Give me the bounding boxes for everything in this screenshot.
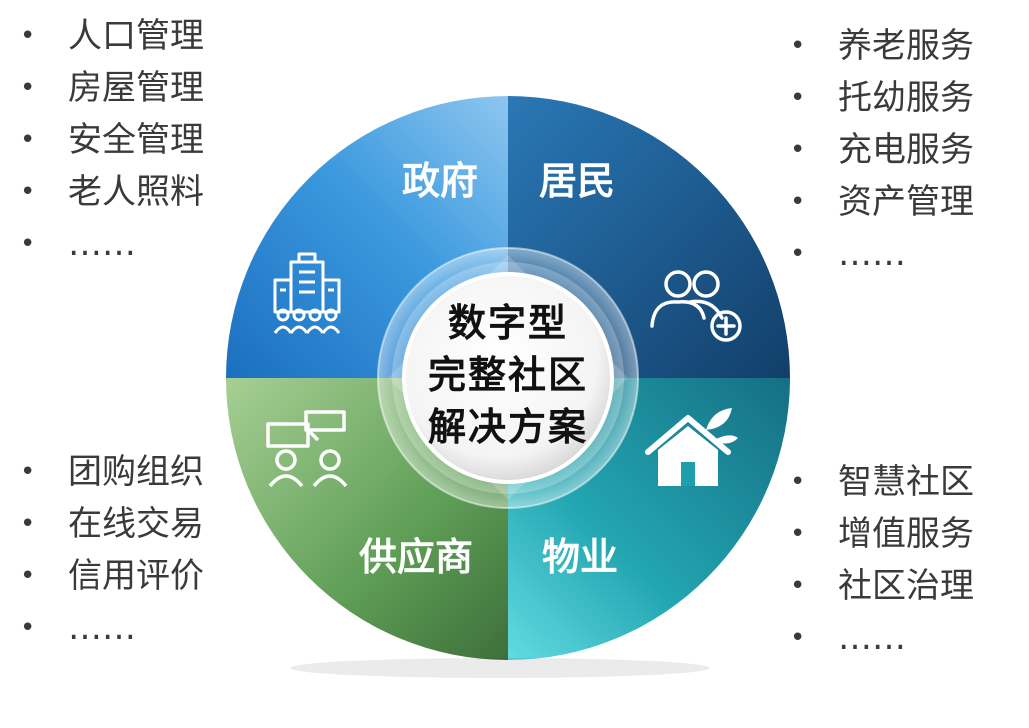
bottom-left-list: 团购组织 在线交易 信用评价 …… (20, 446, 204, 654)
list-item: 智慧社区 (790, 456, 974, 508)
center-title-line-1: 数字型 (448, 301, 568, 345)
list-item: 充电服务 (790, 124, 974, 176)
people-add-icon (650, 270, 742, 342)
center-disc (402, 272, 614, 484)
list-item: 增值服务 (790, 508, 974, 560)
house-leaf-icon (645, 408, 738, 486)
center-title-line-2: 完整社区 (428, 353, 588, 397)
list-item: 养老服务 (790, 20, 974, 72)
segment-label-supplier: 供应商 (359, 535, 473, 579)
store-people-icon (266, 410, 348, 488)
center-title-line-3: 解决方案 (428, 405, 588, 449)
list-item: …… (20, 602, 204, 654)
list-item: 团购组织 (20, 446, 204, 498)
list-item: 老人照料 (20, 166, 204, 218)
list-item: 在线交易 (20, 498, 204, 550)
list-item: 托幼服务 (790, 72, 974, 124)
list-item: 社区治理 (790, 560, 974, 612)
segment-label-government: 政府 (402, 159, 478, 203)
top-left-list: 人口管理 房屋管理 安全管理 老人照料 …… (20, 10, 204, 270)
list-item: …… (20, 218, 204, 270)
segment-label-property: 物业 (542, 535, 618, 579)
top-right-list: 养老服务 托幼服务 充电服务 资产管理 …… (790, 20, 974, 280)
list-item: 资产管理 (790, 176, 974, 228)
list-item: 安全管理 (20, 114, 204, 166)
segment-label-residents: 居民 (539, 159, 615, 203)
list-item: …… (790, 228, 974, 280)
list-item: 人口管理 (20, 10, 204, 62)
list-item: 房屋管理 (20, 62, 204, 114)
list-item: …… (790, 612, 974, 664)
bottom-right-list: 智慧社区 增值服务 社区治理 …… (790, 456, 974, 664)
list-item: 信用评价 (20, 550, 204, 602)
building-people-icon (273, 252, 341, 334)
